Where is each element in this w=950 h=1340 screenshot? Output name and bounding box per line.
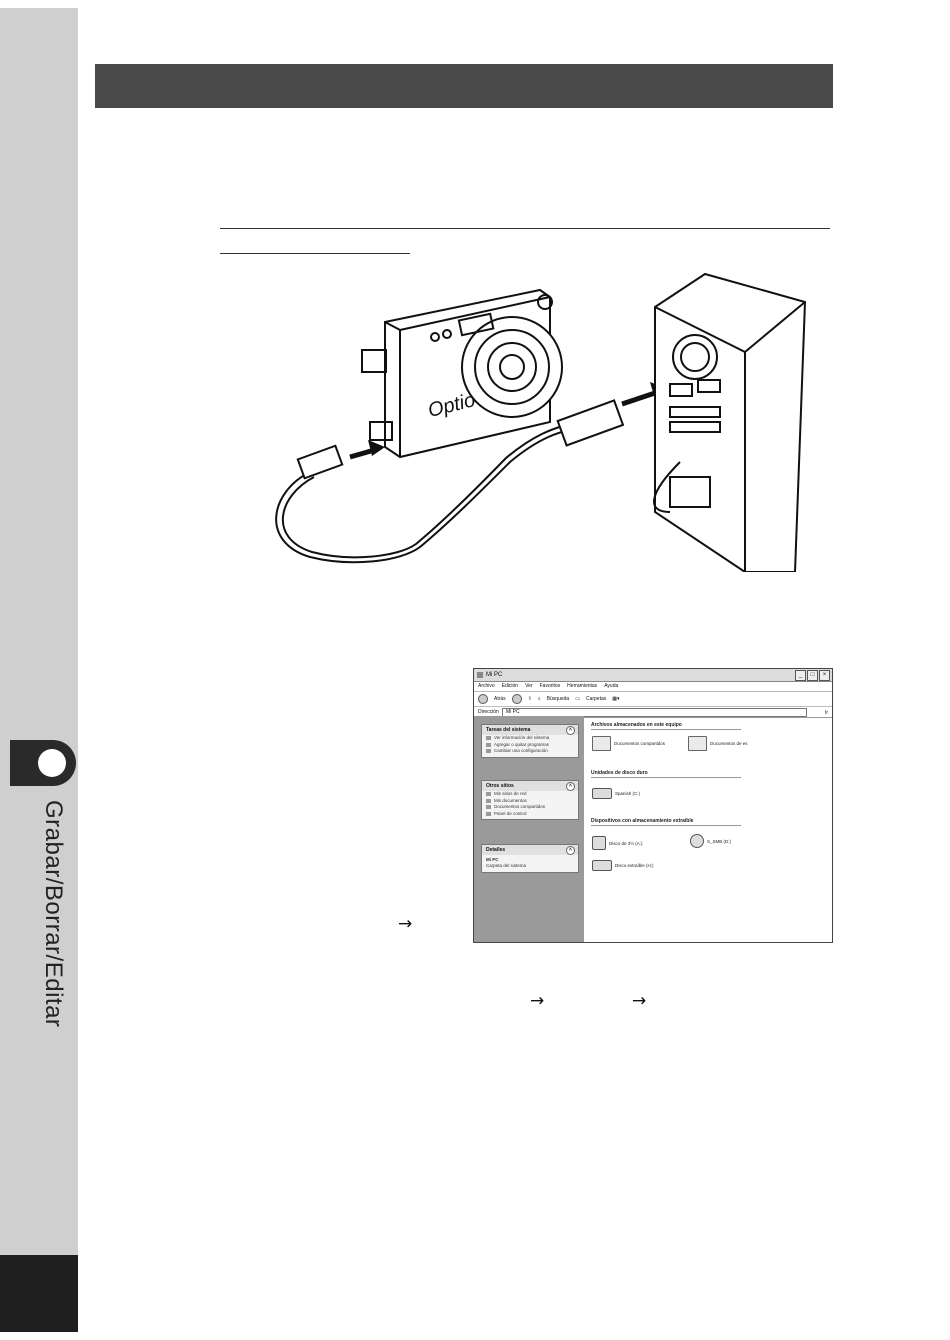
address-label: Dirección — [478, 709, 499, 715]
menu-item-archivo[interactable]: Archivo — [478, 683, 495, 689]
pc-tower-illustration — [653, 272, 807, 572]
go-button[interactable]: Ir — [824, 710, 828, 716]
task-add-remove-programs[interactable]: Agregar o quitar programas — [482, 742, 578, 749]
my-computer-window: Mi PC _ □ × Archivo Edición Ver Favorito… — [473, 668, 833, 943]
folder-icon — [688, 736, 707, 751]
side-chapter-label: Grabar/Borrar/Editar — [40, 800, 67, 1028]
menu-item-favoritos[interactable]: Favoritos — [539, 683, 561, 689]
up-folder-icon[interactable]: ⇧ — [527, 696, 532, 702]
removable-drive-h[interactable]: Disco extraíble (H:) — [592, 860, 654, 871]
text-underline-1 — [220, 228, 830, 229]
section-divider — [591, 729, 741, 730]
menu-item-edicion[interactable]: Edición — [501, 683, 519, 689]
details-box: Detalles ˄ Mi PC Carpeta del sistema — [481, 844, 579, 873]
folders-icon: ▭ — [575, 696, 580, 702]
window-titlebar: Mi PC _ □ × — [474, 669, 832, 682]
drive-c-label: Spanish (C:) — [615, 791, 641, 796]
address-input[interactable]: Mi PC — [502, 708, 807, 717]
folders-button[interactable]: Carpetas — [585, 696, 607, 702]
text-underline-2 — [220, 253, 410, 254]
hard-drive-icon — [592, 788, 612, 799]
close-button[interactable]: × — [819, 670, 830, 681]
system-tasks-title: Tareas del sistema — [486, 727, 531, 733]
menu-bar: Archivo Edición Ver Favoritos Herramient… — [474, 682, 832, 692]
menu-path-arrow-3: → — [632, 991, 647, 1011]
section-stored-files: Archivos almacenados en este equipo — [591, 722, 682, 728]
views-icon[interactable]: ▦▾ — [612, 696, 620, 702]
section-divider — [591, 777, 741, 778]
task-pane: Tareas del sistema ˄ Ver información del … — [474, 716, 584, 942]
camera-usb-connection-illustration: Optio — [275, 272, 807, 572]
computer-icon — [477, 672, 483, 678]
collapse-chevron-icon[interactable]: ˄ — [566, 726, 575, 735]
search-button[interactable]: Búsqueda — [546, 696, 570, 702]
removable-drive-label: Disco extraíble (H:) — [615, 863, 654, 868]
place-shared-documents[interactable]: Documentos compartidos — [482, 804, 578, 811]
cd-drive-label: S_SMB (D:) — [707, 838, 732, 844]
task-change-setting[interactable]: Cambiar una configuración — [482, 748, 578, 757]
removable-drive-icon — [592, 860, 612, 871]
menu-item-ver[interactable]: Ver — [525, 683, 533, 689]
section-hard-drives: Unidades de disco duro — [591, 770, 648, 776]
menu-path-arrow-1: → — [398, 914, 413, 934]
content-area: Archivos almacenados en este equipo Docu… — [584, 716, 832, 942]
menu-item-herramientas[interactable]: Herramientas — [567, 683, 598, 689]
forward-arrow-icon[interactable] — [511, 694, 522, 704]
back-arrow-icon[interactable] — [478, 694, 488, 704]
minimize-button[interactable]: _ — [795, 670, 806, 681]
section-divider — [591, 825, 741, 826]
arrow-into-camera-head — [368, 440, 385, 456]
system-tasks-box: Tareas del sistema ˄ Ver información del … — [481, 724, 579, 758]
toolbar: Atrás ⇧ ⌕ Búsqueda ▭ Carpetas ▦▾ — [474, 692, 832, 707]
section-removable: Dispositivos con almacenamiento extraíbl… — [591, 818, 694, 824]
drive-c[interactable]: Spanish (C:) — [592, 788, 640, 799]
details-desc: Carpeta del sistema — [486, 863, 527, 868]
details-name: Mi PC — [486, 857, 499, 862]
floppy-drive-label: Disco de 3½ (A:) — [609, 840, 643, 846]
camera-illustration — [361, 288, 563, 459]
back-button[interactable]: Atrás — [494, 696, 506, 702]
side-tab-footer — [0, 1255, 78, 1332]
chapter-marker-dot — [38, 749, 66, 777]
shared-documents-folder[interactable]: Documentos compartidos — [592, 736, 665, 751]
collapse-chevron-icon[interactable]: ˄ — [566, 846, 575, 855]
arrow-into-pc — [621, 389, 659, 407]
place-control-panel[interactable]: Panel de control — [482, 811, 578, 820]
window-title: Mi PC — [486, 672, 503, 678]
search-icon: ⌕ — [537, 696, 541, 702]
user-documents-label: Documentos de es — [710, 741, 748, 746]
place-network[interactable]: Mis sitios de red — [482, 791, 578, 798]
floppy-drive-icon — [592, 836, 606, 850]
task-view-system-info[interactable]: Ver información del sistema — [482, 735, 578, 742]
usb-cable — [275, 399, 625, 564]
cd-drive[interactable]: S_SMB (D:) — [690, 834, 731, 848]
other-places-title: Otros sitios — [486, 783, 514, 789]
folder-icon — [592, 736, 611, 751]
menu-item-ayuda[interactable]: Ayuda — [604, 683, 619, 689]
details-title: Detalles — [486, 847, 506, 853]
maximize-button[interactable]: □ — [807, 670, 818, 681]
menu-path-arrow-2: → — [530, 991, 545, 1011]
shared-documents-label: Documentos compartidos — [614, 741, 666, 746]
place-my-documents[interactable]: Mis documentos — [482, 798, 578, 805]
user-documents-folder[interactable]: Documentos de es — [688, 736, 748, 751]
floppy-drive[interactable]: Disco de 3½ (A:) — [592, 836, 643, 850]
collapse-chevron-icon[interactable]: ˄ — [566, 782, 575, 791]
section-header-bar — [95, 64, 833, 108]
other-places-box: Otros sitios ˄ Mis sitios de red Mis docu… — [481, 780, 579, 820]
chapter-marker — [10, 740, 76, 786]
side-chapter-tab — [0, 8, 78, 1332]
address-bar: Dirección Mi PC Ir — [474, 707, 832, 718]
cd-drive-icon — [690, 834, 704, 848]
